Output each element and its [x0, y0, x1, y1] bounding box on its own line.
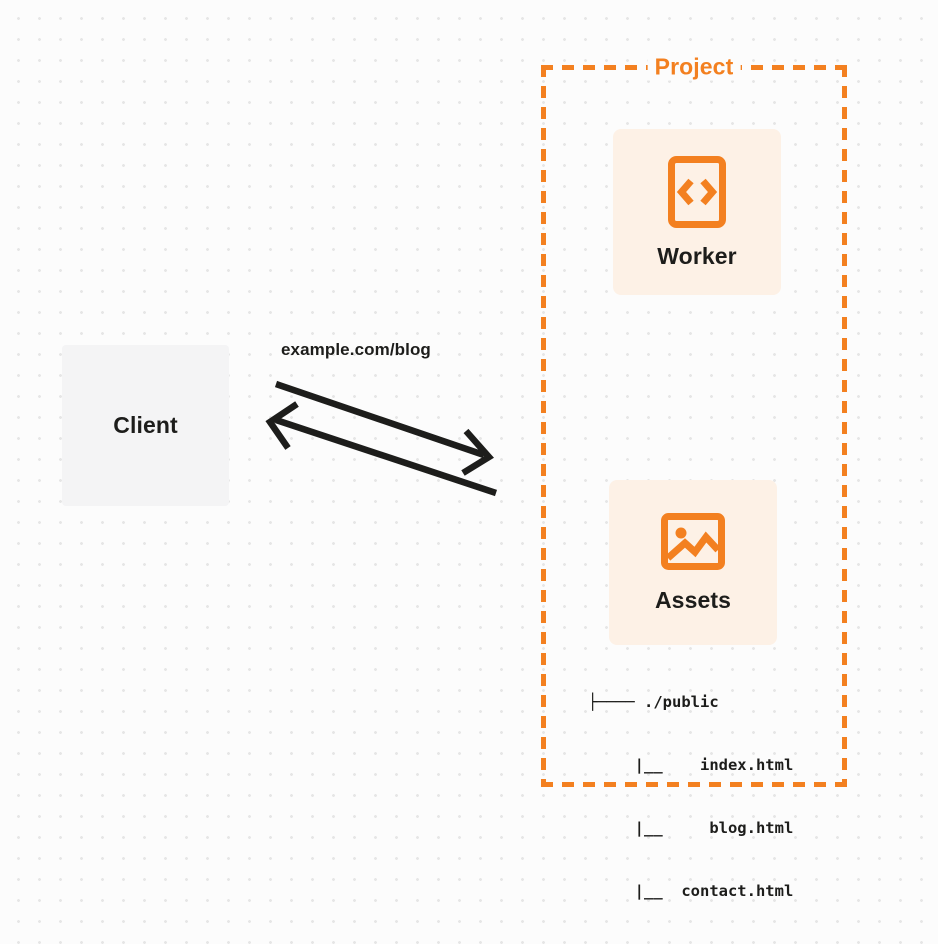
project-boundary: Project [541, 53, 847, 787]
client-node[interactable]: Client [62, 345, 229, 506]
assets-label: Assets [654, 587, 732, 613]
arrow-project-to-client [265, 401, 498, 497]
tree-line-index: |__ index.html [588, 756, 794, 774]
request-url-label: example.com/blog [281, 340, 431, 359]
project-border-left [541, 65, 546, 787]
project-border-right [842, 65, 847, 787]
tree-line-blog: |__ blog.html [588, 819, 794, 837]
worker-label: Worker [657, 242, 737, 269]
tree-line-contact: |__ contact.html [588, 882, 794, 900]
project-border-bottom [541, 782, 847, 787]
tree-line-root: ├──── ./public [588, 693, 719, 711]
arrow-client-to-project [274, 380, 494, 476]
client-label: Client [113, 412, 178, 438]
project-title: Project [647, 53, 741, 81]
assets-node[interactable]: Assets [609, 480, 777, 645]
assets-file-tree: ├──── ./public |__ index.html |__ blog.h… [588, 650, 793, 944]
worker-node[interactable]: Worker [613, 129, 781, 295]
code-brackets-icon [668, 155, 726, 228]
image-icon [661, 513, 725, 570]
diagram-canvas: Client example.com/blog Project Worker [62, 53, 847, 900]
